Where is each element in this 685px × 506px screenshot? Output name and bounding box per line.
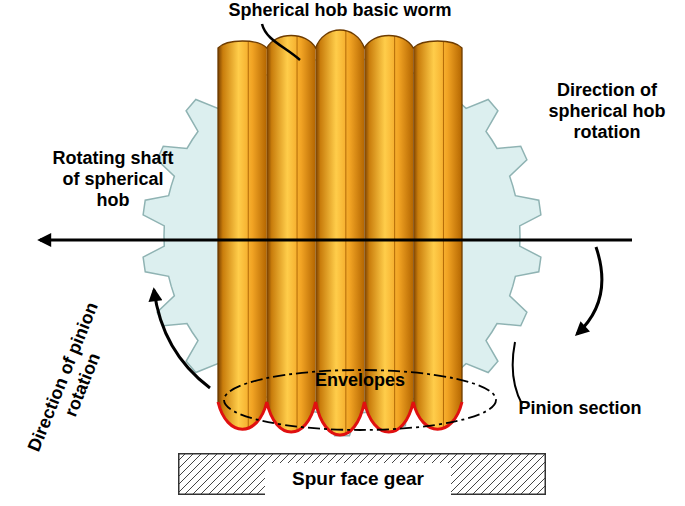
- node-label: Spur face gear: [265, 463, 451, 495]
- rotation-label: Direction of spherical hob rotation: [542, 80, 672, 143]
- rotation-label: Direction of pinion rotation: [22, 294, 125, 467]
- face-gear-block: Spur face gear: [178, 453, 546, 495]
- thread-line: [345, 0, 346, 506]
- axis-label: Rotating shaft of spherical hob: [52, 148, 174, 211]
- shaft-axis-arrow: [40, 239, 632, 242]
- rotation-arrow: [577, 247, 602, 334]
- hatched-rect: [179, 454, 546, 495]
- thread-line: [443, 0, 444, 506]
- rotation-arrow: [154, 290, 210, 388]
- thread-line: [248, 0, 249, 506]
- part-name: Spherical hob basic worm: [215, 0, 465, 21]
- envelope-region: Envelopes: [222, 368, 498, 432]
- leader-line: [262, 24, 300, 60]
- part-name: Pinion section: [500, 398, 660, 419]
- leader-line: [513, 342, 522, 404]
- node-label: Envelopes: [222, 369, 498, 391]
- thread-band: [267, 0, 316, 506]
